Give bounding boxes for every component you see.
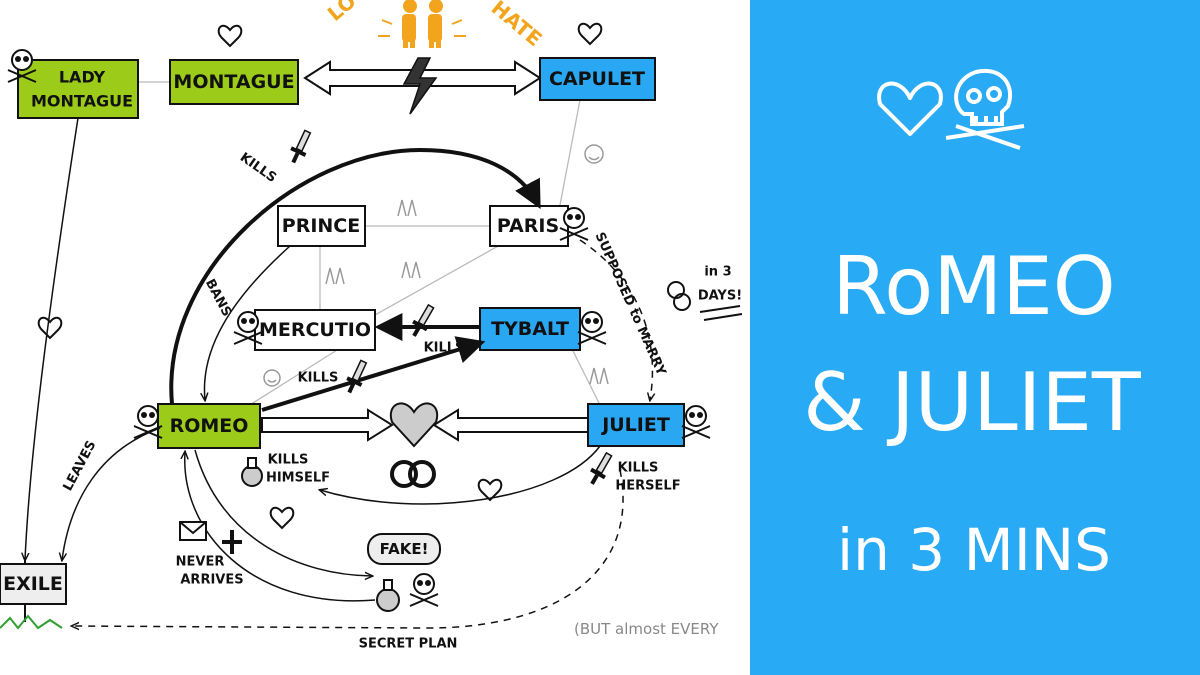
dagger-icon <box>590 451 613 485</box>
relation-lines <box>138 81 601 409</box>
broken-heart-icon <box>577 22 603 46</box>
mercutio-label: MERCUTIO <box>259 319 371 341</box>
node-juliet[interactable]: JULIET <box>587 403 685 447</box>
skull-crossbones-icon <box>7 49 37 83</box>
skull-crossbones-icon <box>577 311 607 345</box>
footnote-text: (BUT almost EVERY <box>574 620 719 638</box>
feud-arrow <box>303 57 542 115</box>
fake-label: FAKE! <box>380 540 429 558</box>
capulet-label: CAPULET <box>549 68 645 90</box>
exile-label: EXILE <box>3 573 63 595</box>
kills-label: KILLS <box>424 341 465 356</box>
underline-marks <box>699 305 743 321</box>
heart-icon <box>389 402 439 448</box>
skull-crossbones-icon <box>233 311 263 345</box>
never-arrives-label-1: NEVER <box>176 555 225 570</box>
people-icon <box>325 199 609 385</box>
secret-plan-label: SECRET PLAN <box>359 637 458 652</box>
character-map: LOVE HATE LADY MONTAGUE MONTAGUE CAPULET <box>0 0 743 652</box>
kills-label: KILLS <box>237 150 279 186</box>
love-hate-header: LOVE HATE <box>217 0 603 51</box>
envelope-icon <box>179 521 207 541</box>
love-arrows <box>261 402 589 488</box>
kills-himself-label-1: KILLS <box>268 453 309 468</box>
skull-crossbones-icon <box>409 573 439 607</box>
dagger-icon <box>290 129 312 164</box>
in-3-days-label-1: in 3 <box>704 265 731 280</box>
montague-label: MONTAGUE <box>173 71 294 93</box>
wedding-rings-icon <box>390 460 436 488</box>
skull-crossbones-icon <box>681 405 711 439</box>
couple-icon <box>402 0 443 48</box>
lightning-icon <box>402 57 438 115</box>
love-text: LOVE <box>323 0 383 26</box>
cross-icon <box>222 530 242 554</box>
kills-herself-label-1: KILLS <box>618 461 659 476</box>
node-capulet[interactable]: CAPULET <box>539 57 656 101</box>
node-tybalt[interactable]: TYBALT <box>479 307 581 351</box>
rings-icon-small <box>667 281 691 311</box>
potion-icon <box>376 579 400 612</box>
node-lady-montague[interactable]: LADY MONTAGUE <box>17 59 139 119</box>
never-arrives-label-2: ARRIVES <box>180 573 243 588</box>
skull-crossbones-icon <box>133 405 163 439</box>
kills-label: KILLS <box>298 371 339 386</box>
skull-crossbones-icon <box>559 207 589 241</box>
skull-crossbones-icon <box>945 68 1025 150</box>
broken-heart-icon <box>477 478 503 502</box>
title-panel-graphic: RoMEO & JULIET in 3 MINS <box>803 68 1142 584</box>
dagger-icon <box>346 359 368 394</box>
tybalt-label: TYBALT <box>491 318 569 340</box>
node-mercutio[interactable]: MERCUTIO <box>254 309 376 351</box>
juliet-label: JULIET <box>600 414 670 436</box>
sparkle-lines <box>378 19 466 37</box>
node-romeo[interactable]: ROMEO <box>157 403 261 449</box>
node-paris[interactable]: PARIS <box>489 205 569 247</box>
broken-heart-icon <box>217 24 243 48</box>
node-exile[interactable]: EXILE <box>0 558 67 630</box>
node-prince[interactable]: PRINCE <box>277 205 366 247</box>
speech-bubble-fake: FAKE! <box>367 533 441 565</box>
leaves-label: LEAVES <box>61 438 100 493</box>
broken-heart-icon <box>37 316 63 340</box>
broken-heart-icon <box>269 506 295 530</box>
kills-herself-label-2: HERSELF <box>615 479 680 494</box>
heart-icon <box>877 81 943 136</box>
title-line-1: RoMEO <box>832 240 1115 333</box>
paris-label: PARIS <box>497 215 559 237</box>
lady-montague-label-2: MONTAGUE <box>31 92 133 111</box>
edges <box>25 117 652 628</box>
potion-icon <box>241 457 263 487</box>
kills-himself-label-2: HIMSELF <box>266 471 330 486</box>
prince-label: PRINCE <box>282 215 360 237</box>
hate-text: HATE <box>487 0 547 51</box>
subtitle: in 3 MINS <box>837 516 1111 584</box>
dagger-icon <box>412 303 435 337</box>
romeo-label: ROMEO <box>170 415 249 437</box>
smiley-icon <box>263 144 604 387</box>
supposed-to-marry-label: SUPPOSED to MARRY <box>592 230 669 378</box>
node-montague[interactable]: MONTAGUE <box>169 59 299 105</box>
title-line-2: & JULIET <box>803 356 1142 449</box>
diagram-canvas: LOVE HATE LADY MONTAGUE MONTAGUE CAPULET <box>0 0 743 652</box>
bans-label: BANS <box>202 277 234 320</box>
title-panel: RoMEO & JULIET in 3 MINS <box>750 0 1200 675</box>
lady-montague-label-1: LADY <box>59 68 106 87</box>
in-3-days-label-2: DAYS! <box>698 289 742 304</box>
